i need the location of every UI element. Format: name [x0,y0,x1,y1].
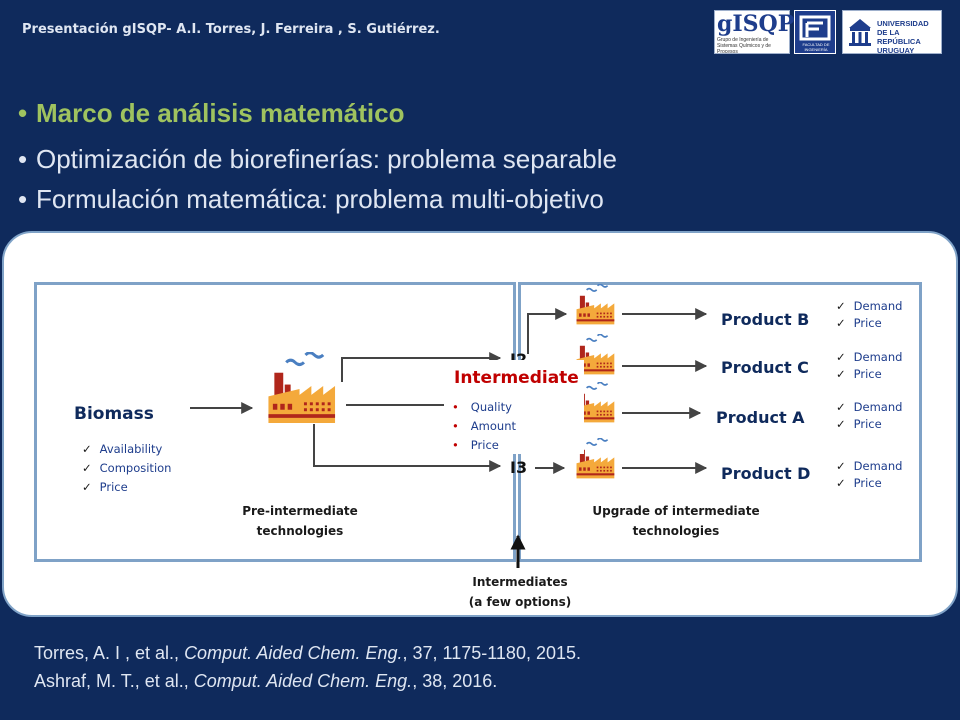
product-a-label: Product A [716,408,805,427]
reference-1: Torres, A. I , et al., Comput. Aided Che… [34,643,581,663]
bullet-2: •Optimización de biorefinerías: problema… [18,144,617,174]
product-a-attr-demand: Demand [836,399,903,416]
product-d-attr-demand: Demand [836,458,903,475]
product-b-label: Product B [721,310,810,329]
gisqp-logo: gISQP Grupo de Ingeniería de Sistemas Qu… [714,10,794,55]
intermediate-attr-quality: Quality [452,398,516,417]
fing-emblem-icon [799,15,831,41]
biomass-attributes: Availability Composition Price [82,440,172,497]
intermediate-label: Intermediate [454,368,579,388]
biomass-label: Biomass [74,404,154,424]
biomass-attr-price: Price [82,478,171,497]
pre-intermediate-factory-icon [255,352,347,426]
intermediate-attr-amount: Amount [452,417,516,436]
product-c-label: Product C [721,358,809,377]
product-a-attr-price: Price [836,416,902,433]
arrow-pre-to-i3 [313,424,502,472]
product-c-attr-demand: Demand [836,349,903,366]
udelar-building-icon [849,19,871,46]
biomass-attr-availability: Availability [82,440,171,459]
fing-logo: FACULTAD DE INGENIERÍA [794,10,836,54]
intermediate-attr-price: Price [452,436,516,455]
product-b-attr-demand: Demand [836,298,903,315]
product-c-attr-price: Price [836,366,902,383]
product-d-attributes: Demand Price [836,458,903,492]
slide-header: Presentación gISQP- A.I. Torres, J. Ferr… [22,22,440,37]
product-d-label: Product D [721,464,811,483]
bullet-1: •Marco de análisis matemático [18,98,405,128]
udelar-logo: UNIVERSIDAD DE LA REPÚBLICA URUGUAY [842,10,942,55]
product-b-attributes: Demand Price [836,298,903,332]
product-b-attr-price: Price [836,315,902,332]
reference-2: Ashraf, M. T., et al., Comput. Aided Che… [34,671,498,691]
i3-label: I3 [510,458,528,477]
intermediate-callout: Intermediate Quality Amount Price [444,360,584,454]
intermediates-caption: Intermediates(a few options) [468,575,572,609]
bullet-3: •Formulación matemática: problema multi-… [18,184,604,214]
product-d-attr-price: Price [836,475,902,492]
product-c-attributes: Demand Price [836,349,903,383]
arrow-pre-to-i2 [341,352,502,382]
intermediate-attributes: Quality Amount Price [452,398,516,455]
arrow-i2-to-upgrade-b [527,308,568,354]
biomass-attr-composition: Composition [82,459,172,478]
upgrade-factory-b-icon [570,284,620,326]
product-a-attributes: Demand Price [836,399,903,433]
